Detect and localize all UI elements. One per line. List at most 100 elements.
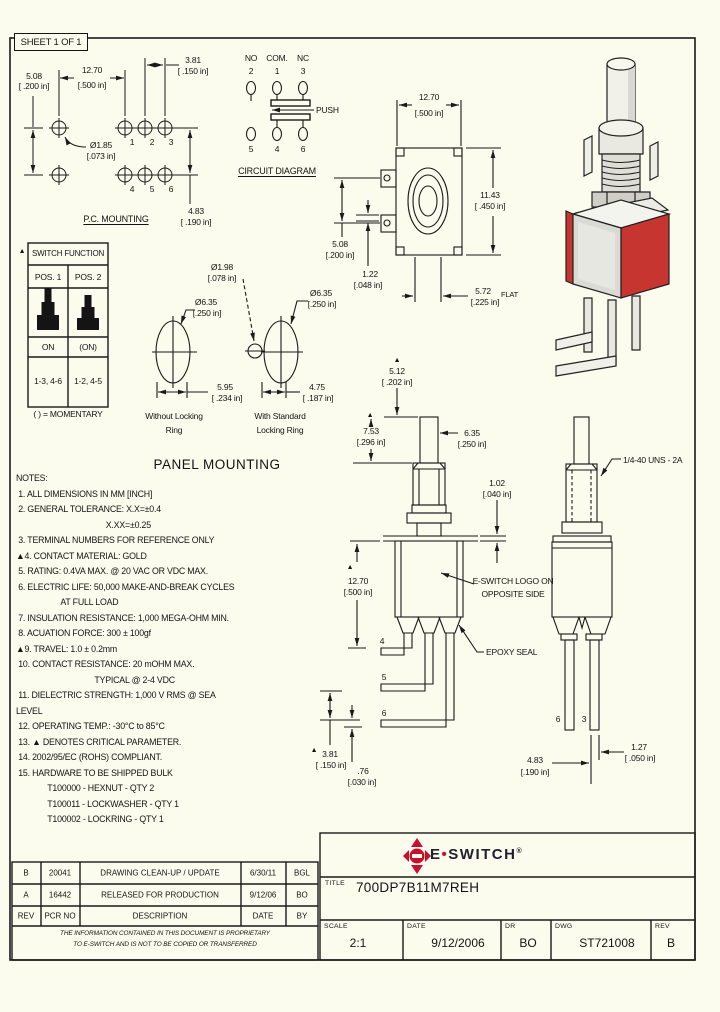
- dwg-value: ST721008: [579, 936, 635, 950]
- rev-header-cell: DESCRIPTION: [132, 911, 188, 921]
- circuit-push-label: PUSH: [316, 105, 339, 115]
- rev-cell: BGL: [293, 868, 311, 878]
- note-line: ▲9. TRAVEL: 1.0 ± 0.2mm: [16, 643, 118, 654]
- panel-mounting-title: PANEL MOUNTING: [153, 457, 281, 472]
- critical-marker-icon: ▲: [18, 248, 26, 255]
- sv-span-in: [.190 in]: [520, 767, 550, 777]
- revision-table-grid: [11, 861, 319, 961]
- pc-dim-row-in: [ .200 in]: [18, 81, 50, 91]
- fv-bushing-mm: 7.53: [363, 426, 379, 436]
- circuit-diagram-drawing: [245, 80, 314, 142]
- function-act1: ON: [41, 342, 55, 352]
- circuit-pin: 5: [248, 144, 254, 154]
- fv-plunger-mm: 6.35: [464, 428, 480, 438]
- rev-cell: A: [23, 890, 29, 900]
- pm-left-caption: Ring: [165, 425, 183, 435]
- pm-small-hole-in: [.078 in]: [207, 273, 237, 283]
- pm-right-caption: With Standard: [254, 411, 306, 421]
- function-pos2: POS. 2: [74, 272, 102, 282]
- pc-hole-dia-in: [.073 in]: [86, 151, 116, 161]
- note-line: 3. TERMINAL NUMBERS FOR REFERENCE ONLY: [16, 535, 215, 545]
- sv-thk-in: [ .050 in]: [624, 753, 656, 763]
- rev-value: B: [666, 936, 676, 950]
- rev-cell: B: [23, 868, 29, 878]
- critical-marker-icon: ▲: [346, 564, 354, 571]
- rev-cell: BO: [296, 890, 308, 900]
- critical-marker-icon: ▲: [310, 747, 318, 754]
- pc-hole-num: 6: [168, 184, 174, 194]
- circuit-pin: 2: [248, 66, 254, 76]
- brand-dot: •: [441, 846, 449, 863]
- fv-logo-note: E-SWITCH LOGO ON: [472, 576, 554, 586]
- pm-left-flat-in: [ .234 in]: [211, 393, 243, 403]
- fv-terminal-num: 4: [379, 636, 385, 646]
- switch-3d-render: [555, 57, 672, 377]
- pm-right-flat-mm: 4.75: [309, 382, 325, 392]
- rev-cell: RELEASED FOR PRODUCTION: [101, 890, 219, 900]
- fv-panel-in: [.040 in]: [482, 489, 512, 499]
- sv-span-mm: 4.83: [527, 755, 543, 765]
- note-line: 14. 2002/95/EC (ROHS) COMPLIANT.: [16, 752, 162, 762]
- note-line: TYPICAL @ 2-4 VDC: [16, 674, 175, 685]
- rev-header-cell: PCR NO: [44, 911, 76, 921]
- note-line: NOTES:: [16, 473, 48, 483]
- eswitch-logo-icon: [403, 838, 431, 874]
- circuit-pin: 6: [300, 144, 306, 154]
- fv-body-mm: 12.70: [347, 576, 369, 586]
- fv-body-in: [.500 in]: [343, 587, 373, 597]
- pc-mounting-title: P.C. MOUNTING: [83, 214, 149, 224]
- note-line: 15. HARDWARE TO BE SHIPPED BULK: [16, 767, 173, 778]
- critical-marker-icon: ▲: [393, 357, 401, 364]
- fv-bushing-in: [.296 in]: [356, 437, 386, 447]
- fv-plunger-in: [.250 in]: [457, 439, 487, 449]
- pc-dim-small-mm: 3.81: [185, 55, 201, 65]
- pm-right-hole-mm: Ø6.35: [309, 288, 333, 298]
- tv-dim-tab-mm: 5.08: [332, 239, 348, 249]
- note-line: 8. ACUATION FORCE: 300 ± 100gf: [16, 628, 151, 638]
- tv-dim-height-mm: 11.43: [480, 190, 500, 200]
- tv-dim-width-mm: 12.70: [418, 92, 440, 102]
- rev-cell: 9/12/06: [249, 890, 277, 900]
- note-line: T100011 - LOCKWASHER - QTY 1: [16, 798, 179, 809]
- critical-marker-icon: ▲: [366, 412, 374, 419]
- note-line: 5. RATING: 0.4VA MAX. @ 20 VAC OR VDC MA…: [16, 566, 208, 576]
- sv-thread-label: 1/4-40 UNS - 2A: [623, 455, 683, 465]
- fv-pitch-mm: 3.81: [322, 749, 338, 759]
- rev-header-cell: DATE: [252, 911, 274, 921]
- note-line: 7. INSULATION RESISTANCE: 1,000 MEGA-OHM…: [16, 612, 229, 623]
- proprietary-note: THE INFORMATION CONTAINED IN THIS DOCUME…: [60, 930, 270, 937]
- circuit-com-label: COM.: [266, 53, 288, 63]
- function-footnote: ( ) = MOMENTARY: [33, 409, 103, 419]
- scale-label: SCALE: [324, 923, 348, 930]
- dwg-label: DWG: [555, 923, 573, 930]
- pm-small-hole-mm: Ø1.98: [210, 262, 234, 272]
- top-view-drawing: [334, 100, 501, 302]
- circuit-nc-label: NC: [297, 53, 309, 63]
- pc-hole-dia-mm: Ø1.85: [89, 140, 113, 150]
- note-line: 13. ▲ DENOTES CRITICAL PARAMETER.: [16, 736, 182, 747]
- sv-terminal-num: 6: [555, 714, 561, 724]
- pm-right-flat-in: [ .187 in]: [302, 393, 334, 403]
- part-number: 700DP7B11M7REH: [356, 880, 480, 895]
- date-label: DATE: [407, 923, 426, 930]
- fv-terminal-num: 5: [381, 672, 387, 682]
- scale-value: 2:1: [349, 936, 367, 950]
- note-line: LEVEL: [16, 705, 43, 716]
- fv-travel-mm: 5.12: [389, 366, 405, 376]
- brand-wordmark: E•SWITCH®: [430, 846, 522, 863]
- function-table-grid: [27, 242, 109, 408]
- note-line: ▲4. CONTACT MATERIAL: GOLD: [16, 550, 147, 561]
- circuit-diagram-title: CIRCUIT DIAGRAM: [238, 166, 316, 176]
- tv-dim-flat-mm: 5.72: [475, 286, 491, 296]
- pm-left-caption: Without Locking: [145, 411, 203, 421]
- note-line: 10. CONTACT RESISTANCE: 20 mOHM MAX.: [16, 659, 195, 669]
- pc-hole-num: 4: [129, 184, 135, 194]
- tv-flat-label: FLAT: [501, 290, 518, 299]
- note-line: 6. ELECTRIC LIFE: 50,000 MAKE-AND-BREAK …: [16, 581, 235, 592]
- rev-cell: 6/30/11: [249, 868, 277, 878]
- dr-label: DR: [505, 923, 516, 930]
- tv-dim-width-in: [.500 in]: [414, 108, 444, 118]
- function-pos1: POS. 1: [34, 272, 62, 282]
- pc-dim-span-in: [ .190 in]: [180, 217, 212, 227]
